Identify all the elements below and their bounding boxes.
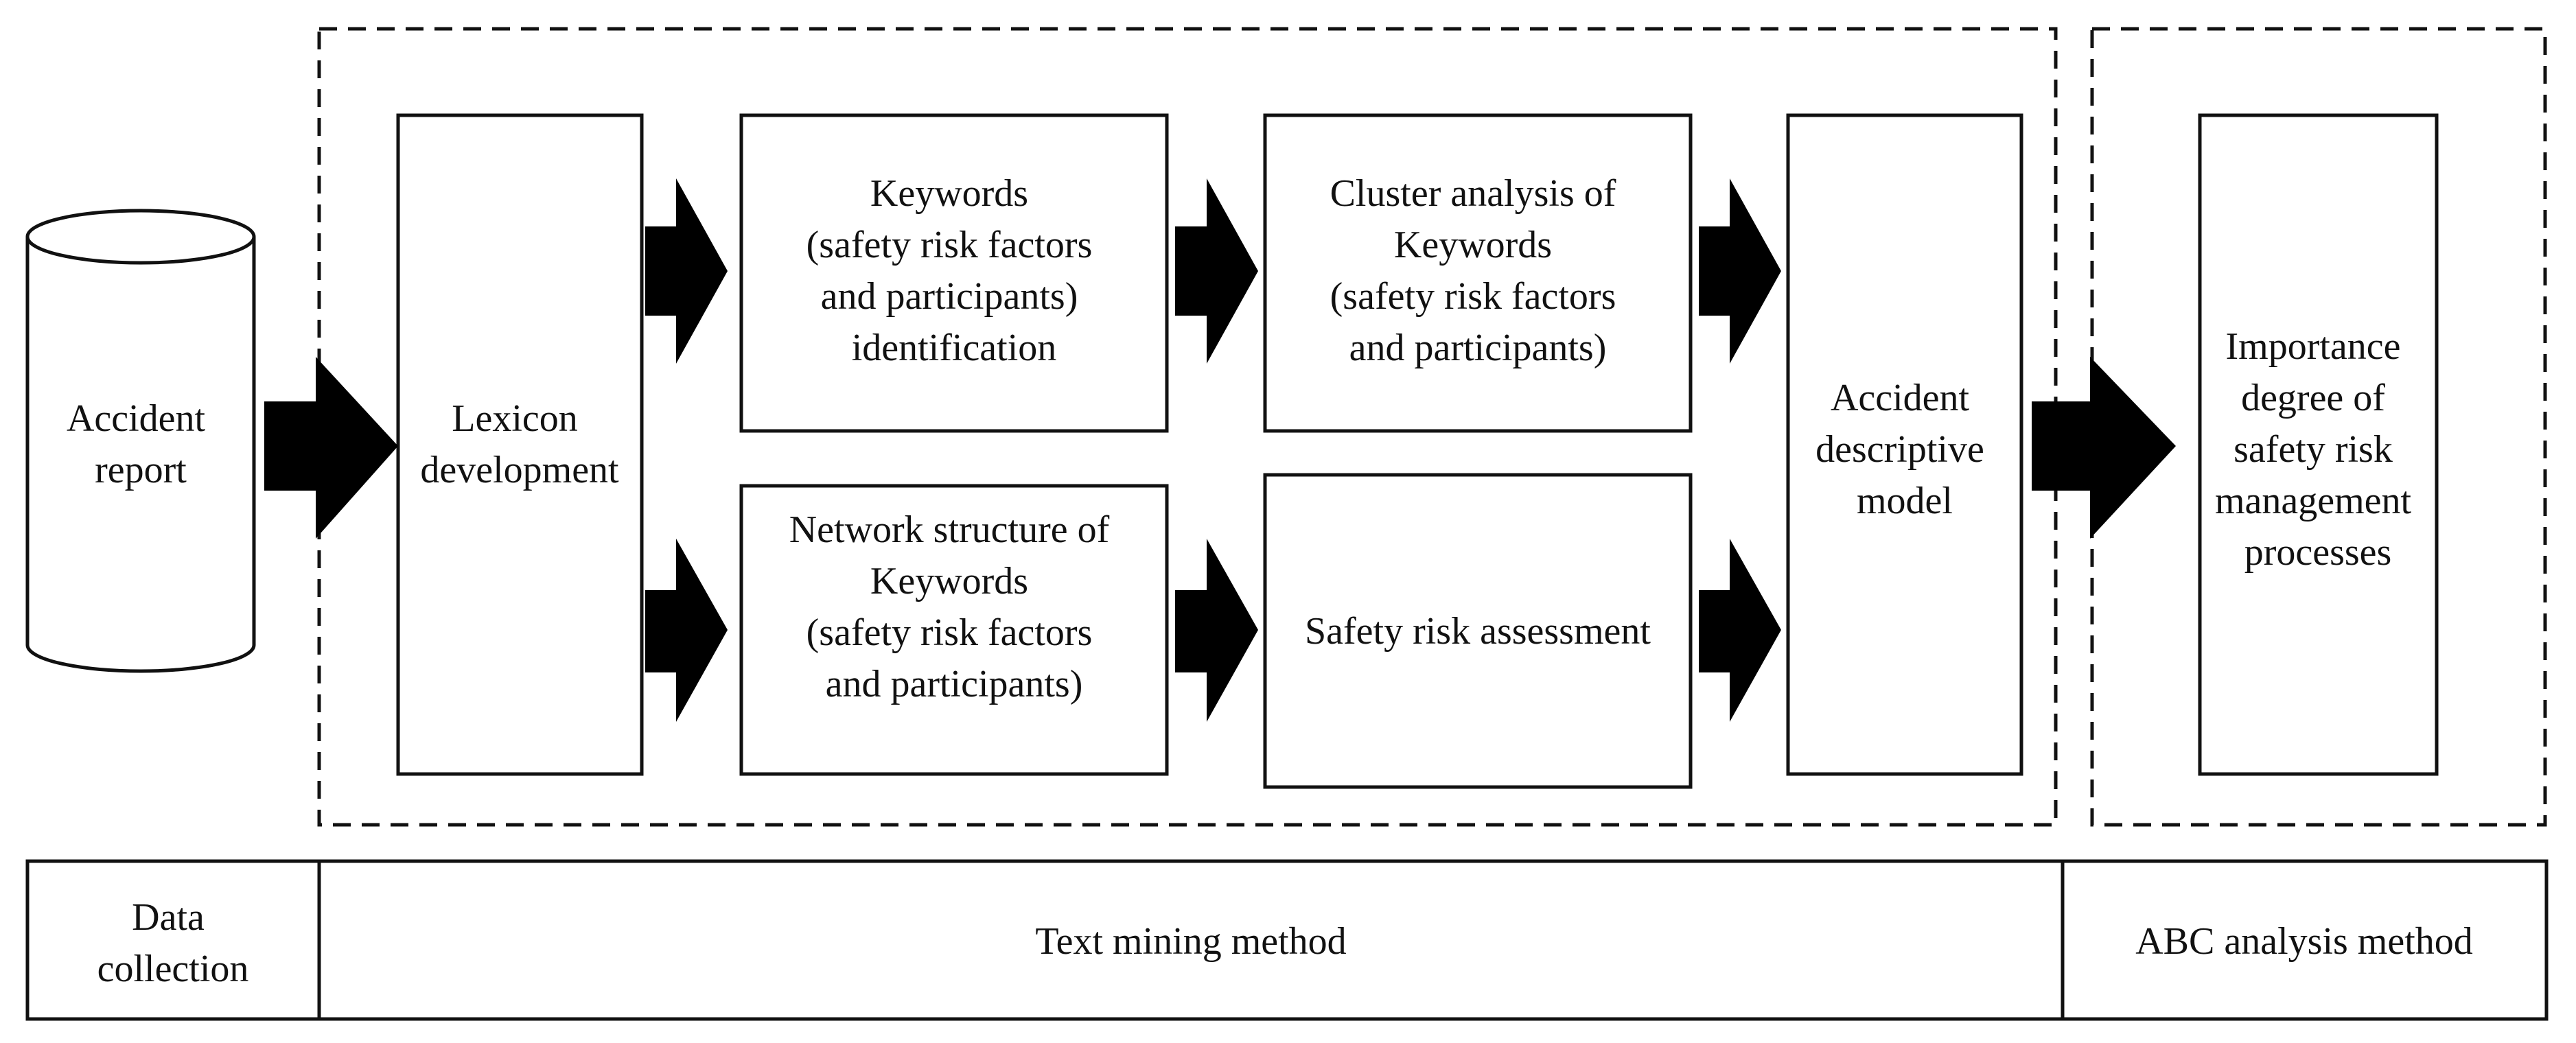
importance-degree-label: Importance degree of safety risk managem… [2215,325,2421,574]
phase-band-frame [25,859,2549,1021]
cluster-analysis-label: Cluster analysis of Keywords (safety ris… [1330,172,1626,369]
safety-risk-assessment-label: Safety risk assessment [1305,610,1651,653]
arrow-network-to-assessment [1175,539,1258,722]
arrow-keywords-to-cluster [1175,178,1258,364]
accident-report-cylinder: Accident report [25,209,256,673]
arrow-lexicon-to-keywords [645,178,728,364]
network-structure-box: Network structure of Keywords (safety ri… [739,484,1169,776]
arrow-lexicon-to-network [645,539,728,722]
arrow-model-to-importance [2032,357,2176,539]
arrow-report-to-lexicon [264,357,398,539]
cluster-analysis-box: Cluster analysis of Keywords (safety ris… [1263,113,1693,433]
phase-text-mining-label: Text mining method [1035,920,1346,963]
arrow-cluster-to-model [1699,178,1781,364]
network-structure-label: Network structure of Keywords (safety ri… [789,508,1119,705]
lexicon-development-label: Lexicon development [420,397,619,491]
phase-abc-analysis-label: ABC analysis method [2135,920,2473,963]
safety-risk-assessment-box: Safety risk assessment [1263,473,1693,789]
accident-descriptive-model-label: Accident descriptive model [1815,377,1994,522]
accident-descriptive-model-box: Accident descriptive model [1786,113,2023,776]
lexicon-development-box: Lexicon development [396,113,644,776]
arrow-assessment-to-model [1699,539,1781,722]
accident-report-label: Accident report [67,397,215,491]
keywords-identification-label: Keywords (safety risk factors and partic… [807,172,1102,369]
keywords-identification-box: Keywords (safety risk factors and partic… [739,113,1169,433]
phase-data-collection-label: Data collection [97,896,249,990]
importance-degree-box: Importance degree of safety risk managem… [2198,113,2439,776]
abc-analysis-dashed-frame [2090,27,2547,827]
phase-band: Data collection Text mining method ABC a… [25,859,2549,1021]
